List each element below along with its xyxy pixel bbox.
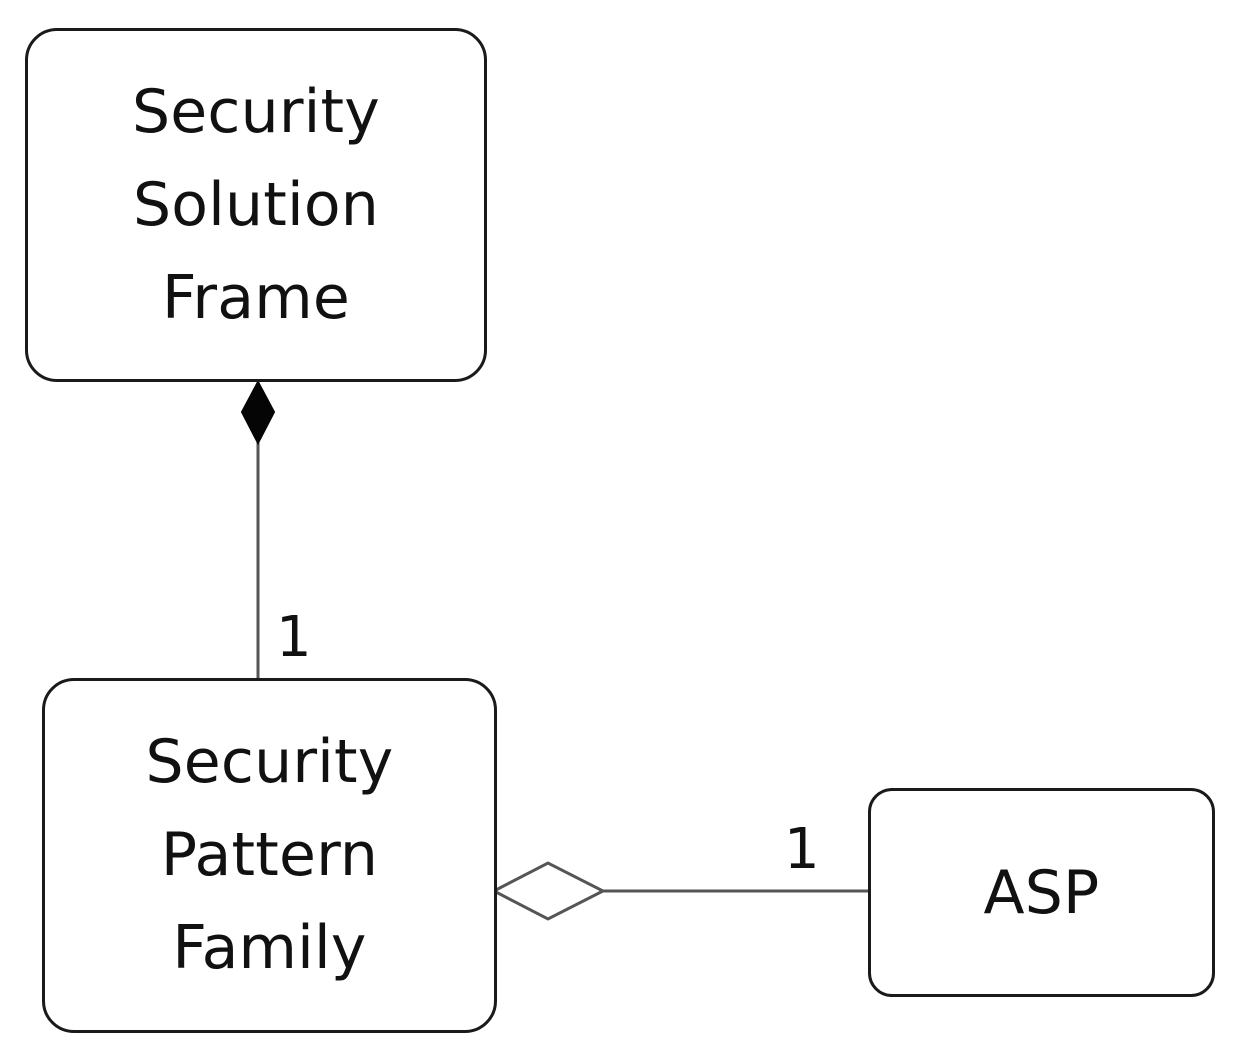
aggregation-edge[interactable]	[490, 861, 870, 921]
node-asp[interactable]: ASP	[868, 788, 1215, 997]
node-security-solution-frame[interactable]: Security Solution Frame	[25, 28, 487, 382]
hollow-diamond-icon	[490, 861, 607, 921]
node-label: Security Pattern Family	[145, 727, 394, 983]
aggregation-multiplicity-label: 1	[784, 817, 820, 882]
node-label: ASP	[983, 857, 1100, 928]
node-label: Security Solution Frame	[132, 76, 380, 333]
filled-diamond-icon	[240, 379, 276, 446]
composition-multiplicity-label: 1	[276, 605, 312, 670]
node-security-pattern-family[interactable]: Security Pattern Family	[42, 678, 497, 1033]
composition-edge[interactable]	[240, 379, 276, 680]
